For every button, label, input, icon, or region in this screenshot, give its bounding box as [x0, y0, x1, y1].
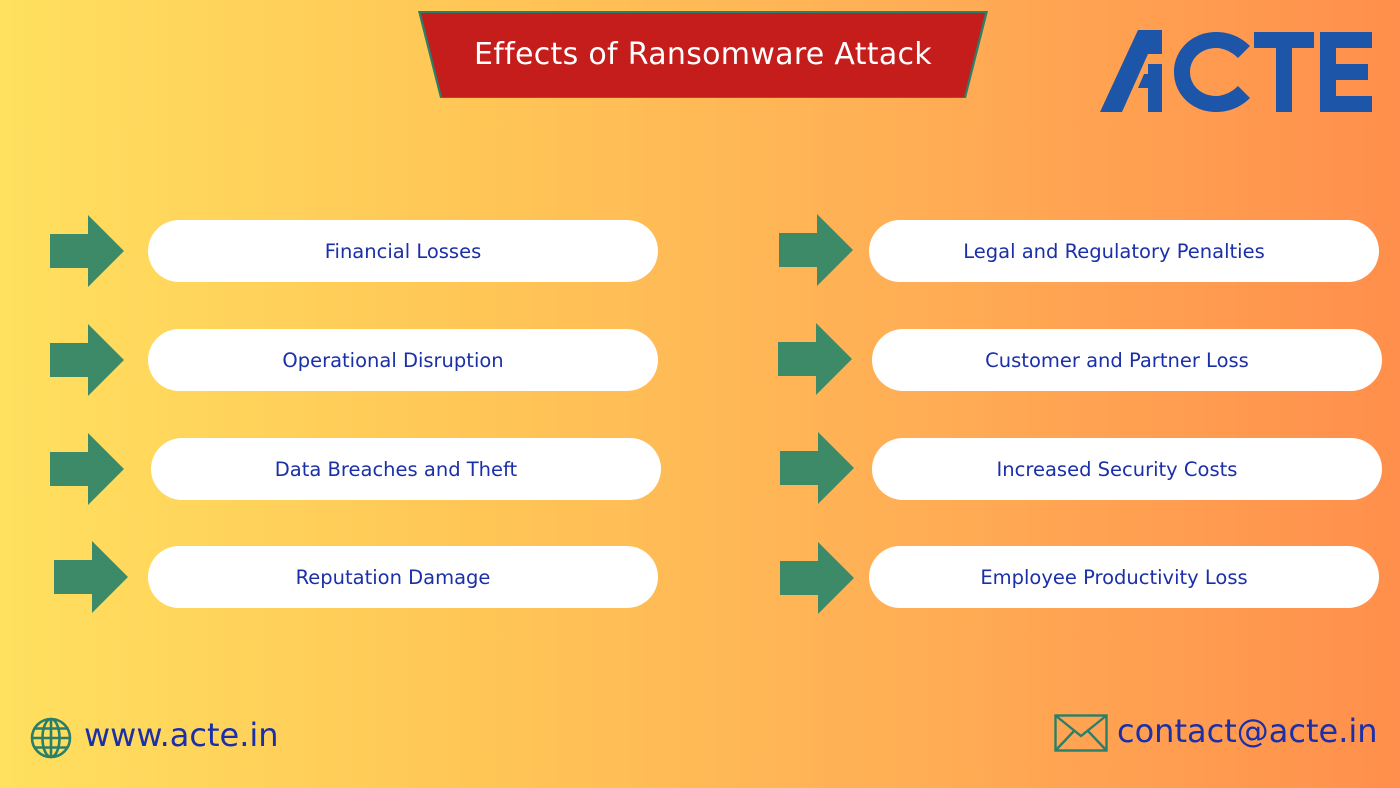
effect-label: Legal and Regulatory Penalties — [963, 239, 1265, 263]
banner-shape — [418, 11, 988, 98]
arrow-right-icon — [779, 214, 853, 286]
page-title: Effects of Ransomware Attack — [474, 36, 932, 72]
arrow-right-icon — [780, 542, 854, 614]
effect-label: Operational Disruption — [282, 348, 504, 372]
effect-item-reputation-damage: Reputation Damage — [148, 546, 658, 608]
effect-label: Financial Losses — [324, 239, 482, 263]
effect-item-financial-losses: Financial Losses — [148, 220, 658, 282]
arrow-right-icon — [780, 432, 854, 504]
effect-item-legal-penalties: Legal and Regulatory Penalties — [869, 220, 1379, 282]
effect-item-productivity-loss: Employee Productivity Loss — [869, 546, 1379, 608]
effect-item-customer-partner-loss: Customer and Partner Loss — [872, 329, 1382, 391]
globe-icon — [30, 717, 72, 759]
effect-item-security-costs: Increased Security Costs — [872, 438, 1382, 500]
envelope-icon — [1054, 714, 1108, 752]
effect-item-data-breaches: Data Breaches and Theft — [151, 438, 661, 500]
title-banner: Effects of Ransomware Attack — [418, 11, 988, 100]
website-link[interactable]: www.acte.in — [84, 716, 279, 754]
effect-label: Data Breaches and Theft — [274, 457, 518, 481]
effect-label: Employee Productivity Loss — [980, 565, 1248, 589]
effect-item-operational-disruption: Operational Disruption — [148, 329, 658, 391]
arrow-right-icon — [54, 541, 128, 613]
arrow-right-icon — [778, 323, 852, 395]
effect-label: Reputation Damage — [295, 565, 491, 589]
arrow-right-icon — [50, 215, 124, 287]
acte-logo — [1100, 30, 1372, 112]
arrow-right-icon — [50, 324, 124, 396]
effect-label: Increased Security Costs — [996, 457, 1238, 481]
arrow-right-icon — [50, 433, 124, 505]
effect-label: Customer and Partner Loss — [985, 348, 1249, 372]
contact-email-link[interactable]: contact@acte.in — [1117, 712, 1378, 750]
